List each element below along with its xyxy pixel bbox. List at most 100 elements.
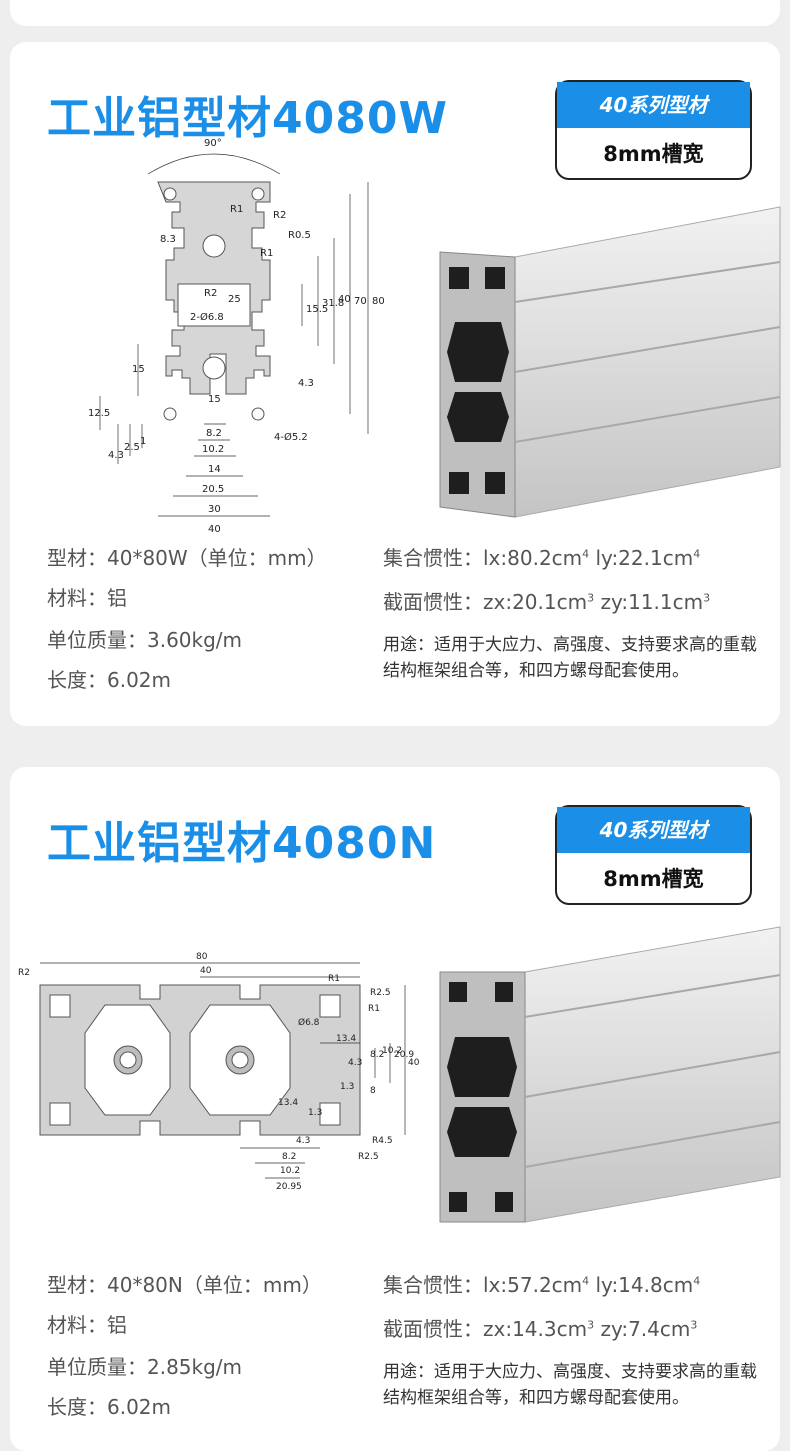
inertia-label: 集合惯性： xyxy=(383,1273,483,1297)
previous-card-edge xyxy=(10,0,780,26)
series-label: 40系列型材 xyxy=(557,807,750,853)
spec-inertia: 集合惯性：lx:57.2cm4 ly:14.8cm4 xyxy=(383,1269,700,1298)
spec-weight: 单位质量：2.85kg/m xyxy=(47,1355,243,1379)
dim-13-4: 13.4 xyxy=(336,1034,356,1044)
inertia-y: ly:22.1cm xyxy=(595,546,694,570)
corner-hole-tr xyxy=(251,187,265,201)
spec-length: 长度：6.02m xyxy=(47,668,172,692)
dim-d6-8: Ø6.8 xyxy=(298,1017,320,1028)
dim-13-4b: 13.4 xyxy=(278,1098,298,1108)
slot-width-label: 8mm槽宽 xyxy=(603,867,704,891)
inertia-x: lx:57.2cm xyxy=(483,1273,583,1297)
series-tag: 40系列型材 8mm槽宽 xyxy=(555,80,752,180)
dim-1-3b: 1.3 xyxy=(308,1108,322,1118)
corner-hole-bl xyxy=(163,407,177,421)
dim-15: 15 xyxy=(132,364,145,375)
dim-10-2b: 10.2 xyxy=(280,1166,300,1176)
spec-section: 截面惯性：zx:14.3cm3 zy:7.4cm3 xyxy=(383,1313,697,1342)
section-label: 截面惯性： xyxy=(383,1317,483,1341)
dim-4-3b: 4.3 xyxy=(296,1136,310,1146)
usage-text: 用途：适用于大应力、高强度、支持要求高的重载结构框架组合等，和四方螺母配套使用。 xyxy=(383,635,757,681)
dim-8-2: 8.2 xyxy=(206,428,222,439)
product-title: 工业铝型材4080N xyxy=(47,818,437,869)
dim-40-vertical: 40 xyxy=(408,1058,420,1068)
dim-r1b: R1 xyxy=(260,248,273,259)
dim-8: 8 xyxy=(370,1086,376,1096)
product-card-4080n: 工业铝型材4080N 40系列型材 8mm槽宽 xyxy=(10,767,781,1451)
dim-4-hole: 4-Ø5.2 xyxy=(274,431,308,443)
section-y: zy:7.4cm xyxy=(600,1317,691,1341)
dim-8-2b: 8.2 xyxy=(282,1152,296,1162)
spec-weight: 单位质量：3.60kg/m xyxy=(47,628,243,652)
dim-r2: R2 xyxy=(273,210,286,221)
dim-20-5: 20.5 xyxy=(202,484,224,495)
section-x-exp: 3 xyxy=(587,1318,595,1332)
dim-15-5: 15.5 xyxy=(306,304,328,315)
dim-r1: R1 xyxy=(328,974,340,984)
product-title: 工业铝型材4080W xyxy=(47,93,448,144)
center-hole-top xyxy=(202,234,226,258)
dim-2-hole: 2-Ø6.8 xyxy=(190,311,224,323)
dim-80: 80 xyxy=(372,296,385,307)
dim-20-9: 20.9 xyxy=(394,1050,414,1060)
dim-r05: R0.5 xyxy=(288,230,311,241)
dim-r1: R1 xyxy=(230,204,243,215)
dim-31-8: 31.8 xyxy=(322,298,344,309)
dim-10-2: 10.2 xyxy=(202,444,224,455)
dim-r2b: R2 xyxy=(204,288,217,299)
section-y: zy:11.1cm xyxy=(600,590,704,614)
profile-photo xyxy=(439,926,781,1223)
dim-2-5: 2.5 xyxy=(124,442,140,453)
center-hole-bottom xyxy=(202,356,226,380)
spec-model: 型材：40*80N（单位：mm） xyxy=(47,1273,322,1297)
dim-30: 30 xyxy=(208,504,221,515)
dim-1-3: 1.3 xyxy=(340,1082,354,1092)
dim-40: 40 xyxy=(338,294,351,305)
dim-r2: R2 xyxy=(18,968,30,978)
slot-width-label: 8mm槽宽 xyxy=(603,142,704,166)
section-x: zx:20.1cm xyxy=(483,590,588,614)
section-x: zx:14.3cm xyxy=(483,1317,588,1341)
series-label: 40系列型材 xyxy=(557,82,750,128)
section-y-exp: 3 xyxy=(703,591,711,605)
dim-20-95: 20.95 xyxy=(276,1182,302,1192)
series-tag: 40系列型材 8mm槽宽 xyxy=(555,805,752,905)
profile-photo xyxy=(439,206,781,518)
dim-40: 40 xyxy=(200,966,212,976)
inertia-x: lx:80.2cm xyxy=(483,546,583,570)
dim-4-3b: 4.3 xyxy=(108,450,124,461)
inertia-y: ly:14.8cm xyxy=(595,1273,694,1297)
inertia-y-exp: 4 xyxy=(693,547,701,561)
dim-8-2: 8.2 xyxy=(370,1050,384,1060)
dim-12-5: 12.5 xyxy=(88,408,110,419)
product-card-4080w: 工业铝型材4080W 40系列型材 8mm槽宽 xyxy=(10,42,781,726)
dim-r1b: R1 xyxy=(368,1004,380,1014)
dim-angle: 90° xyxy=(204,138,222,149)
dim-r4-5: R4.5 xyxy=(372,1136,393,1146)
spec-material: 材料：铝 xyxy=(47,1313,127,1337)
dim-14: 14 xyxy=(208,464,221,475)
dim-1: 1 xyxy=(140,436,146,447)
usage-text: 用途：适用于大应力、高强度、支持要求高的重载结构框架组合等，和四方螺母配套使用。 xyxy=(383,1362,757,1408)
dim-10-2: 10.2 xyxy=(382,1046,402,1056)
dim-4-3: 4.3 xyxy=(298,378,314,389)
dim-8-3: 8.3 xyxy=(160,234,176,245)
dim-80: 80 xyxy=(196,952,208,962)
dim-r2-5b: R2.5 xyxy=(358,1152,379,1162)
dim-25: 25 xyxy=(228,294,241,305)
dim-r2-5: R2.5 xyxy=(370,988,391,998)
dim-4-3: 4.3 xyxy=(348,1058,362,1068)
spec-length: 长度：6.02m xyxy=(47,1395,172,1419)
dim-15b: 15 xyxy=(208,394,221,405)
inertia-x-exp: 4 xyxy=(582,547,590,561)
dim-70: 70 xyxy=(354,296,367,307)
technical-drawing: 90° R1 R0.5 R2 R2 R1 8.3 25 15.5 31.8 40… xyxy=(88,138,385,535)
corner-hole-tl xyxy=(163,187,177,201)
spec-section: 截面惯性：zx:20.1cm3 zy:11.1cm3 xyxy=(383,586,710,615)
technical-drawing: 80 40 R2 R2.5 R1 R1 R4.5 R2.5 Ø6.8 13.4 … xyxy=(18,952,420,1192)
inertia-y-exp: 4 xyxy=(693,1274,701,1288)
section-label: 截面惯性： xyxy=(383,590,483,614)
spec-material: 材料：铝 xyxy=(47,586,127,610)
corner-hole-br xyxy=(251,407,265,421)
spec-inertia: 集合惯性：lx:80.2cm4 ly:22.1cm4 xyxy=(383,542,700,571)
